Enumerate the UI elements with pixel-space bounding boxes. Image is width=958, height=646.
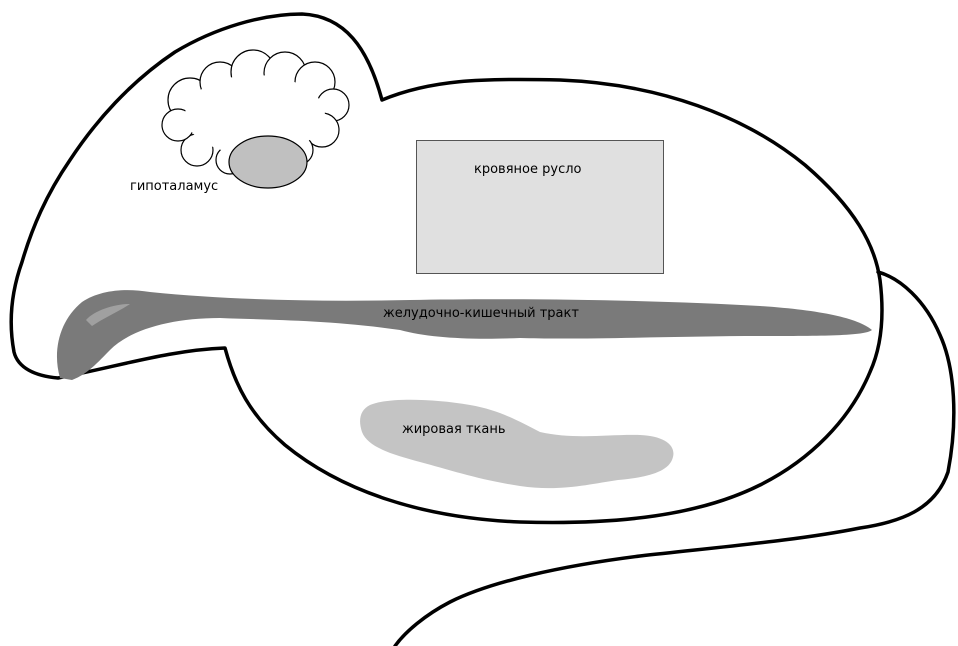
- adipose-tissue-label: жировая ткань: [402, 423, 506, 436]
- bloodstream-box: [417, 141, 664, 274]
- hypothalamus-shape: [229, 136, 307, 188]
- gi-tract-label: желудочно-кишечный тракт: [383, 307, 579, 320]
- adipose-tissue-shape: [360, 400, 673, 488]
- bloodstream-label: кровяное русло: [474, 163, 581, 176]
- hypothalamus-label: гипоталамус: [130, 180, 218, 193]
- gi-tract-shape: [57, 290, 872, 380]
